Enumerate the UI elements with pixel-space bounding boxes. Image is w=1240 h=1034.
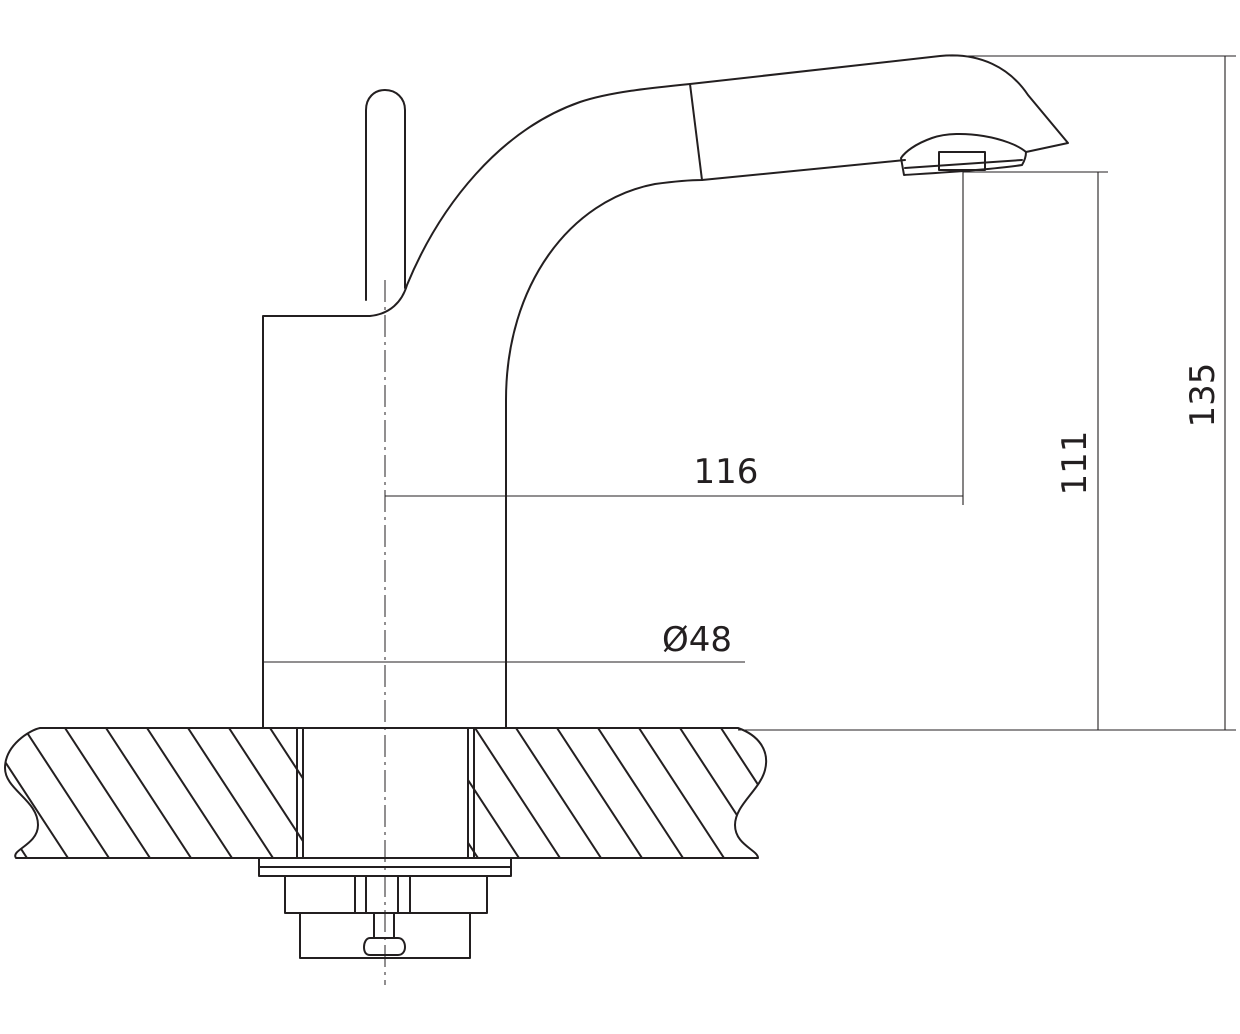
hatch-line [105,728,192,858]
hatch-line [638,728,725,858]
aerator [900,132,1027,176]
dimension-lines [263,55,1236,731]
hatch-line [597,728,684,858]
hatch-line [474,728,561,858]
lever-handle [365,89,406,301]
dimension-label-spout-height: 111 [1055,431,1095,496]
dimension-label-reach: 116 [694,452,759,492]
hatching [5,728,970,858]
countertop-section [4,727,970,859]
dimension-label-diameter: Ø48 [662,620,732,660]
hatch-line [5,728,69,858]
hatch-line [885,728,970,858]
hatch-line [64,728,151,858]
hatch-line [23,728,110,858]
hatch-line [803,728,888,858]
hatch-line [228,728,315,858]
hatch-line [556,728,643,858]
hatch-line [146,728,233,858]
hatch-line [187,728,274,858]
mounting-hardware [258,857,512,959]
hatch-line [515,728,602,858]
dimension-label-total-height: 135 [1183,363,1223,428]
hatch-line [844,728,929,858]
hatch-line [761,728,767,858]
faucet-body [262,54,1069,729]
hatch-line [5,728,28,858]
